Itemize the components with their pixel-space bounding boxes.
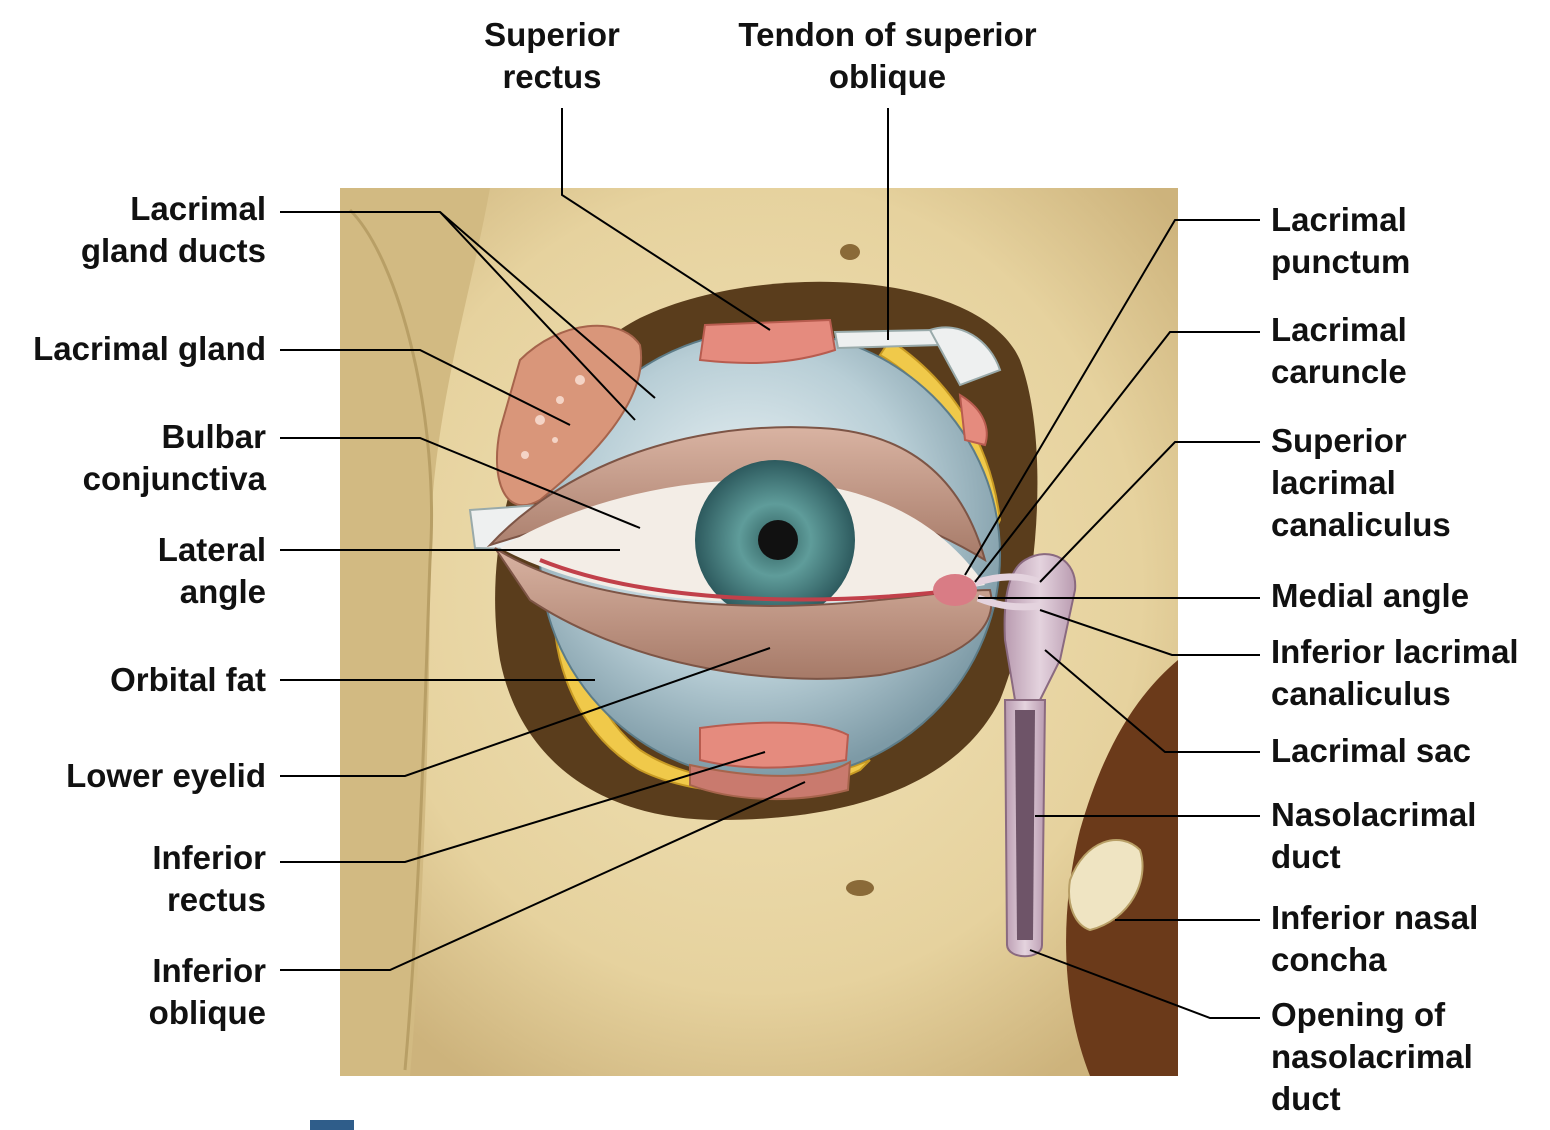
label-inferior-oblique: Inferior oblique — [148, 952, 266, 1031]
label-superior-lacrimal-canaliculus: Superior lacrimal canaliculus — [1271, 422, 1451, 543]
label-inferior-rectus: Inferior rectus — [152, 839, 266, 918]
label-bulbar-conjunctiva: Bulbar conjunctiva — [82, 418, 266, 497]
label-medial-angle: Medial angle — [1271, 577, 1470, 614]
label-inferior-lacrimal-canaliculus: Inferior lacrimal canaliculus — [1271, 633, 1519, 712]
label-lower-eyelid: Lower eyelid — [66, 757, 266, 794]
inferior-rectus-muscle — [699, 721, 850, 769]
superior-rectus-muscle — [698, 318, 837, 364]
label-tendon-superior-oblique: Tendon of superior oblique — [738, 16, 1037, 95]
pupil — [758, 520, 798, 560]
label-opening-nasolacrimal-duct: Opening of nasolacrimal duct — [1271, 996, 1473, 1117]
inferior-nasal-concha-shape — [1068, 839, 1144, 932]
label-orbital-fat: Orbital fat — [110, 661, 266, 698]
label-lateral-angle: Lateral angle — [157, 531, 266, 610]
label-inferior-nasal-concha: Inferior nasal concha — [1271, 899, 1479, 978]
label-superior-rectus: Superior rectus — [484, 16, 620, 95]
label-lacrimal-punctum: Lacrimal punctum — [1271, 201, 1411, 280]
label-lacrimal-gland-ducts: Lacrimal gland ducts — [80, 190, 266, 269]
label-lacrimal-caruncle: Lacrimal caruncle — [1271, 311, 1407, 390]
lacrimal-gland-shape — [496, 324, 643, 507]
label-nasolacrimal-duct: Nasolacrimal duct — [1271, 796, 1477, 875]
inferior-oblique-muscle — [689, 760, 852, 801]
leader-lines — [280, 108, 1260, 1019]
caruncle-shape — [933, 574, 977, 606]
label-lacrimal-gland: Lacrimal gland — [33, 330, 266, 367]
lower-eyelid-shape — [494, 547, 993, 680]
label-lacrimal-sac: Lacrimal sac — [1271, 732, 1471, 769]
